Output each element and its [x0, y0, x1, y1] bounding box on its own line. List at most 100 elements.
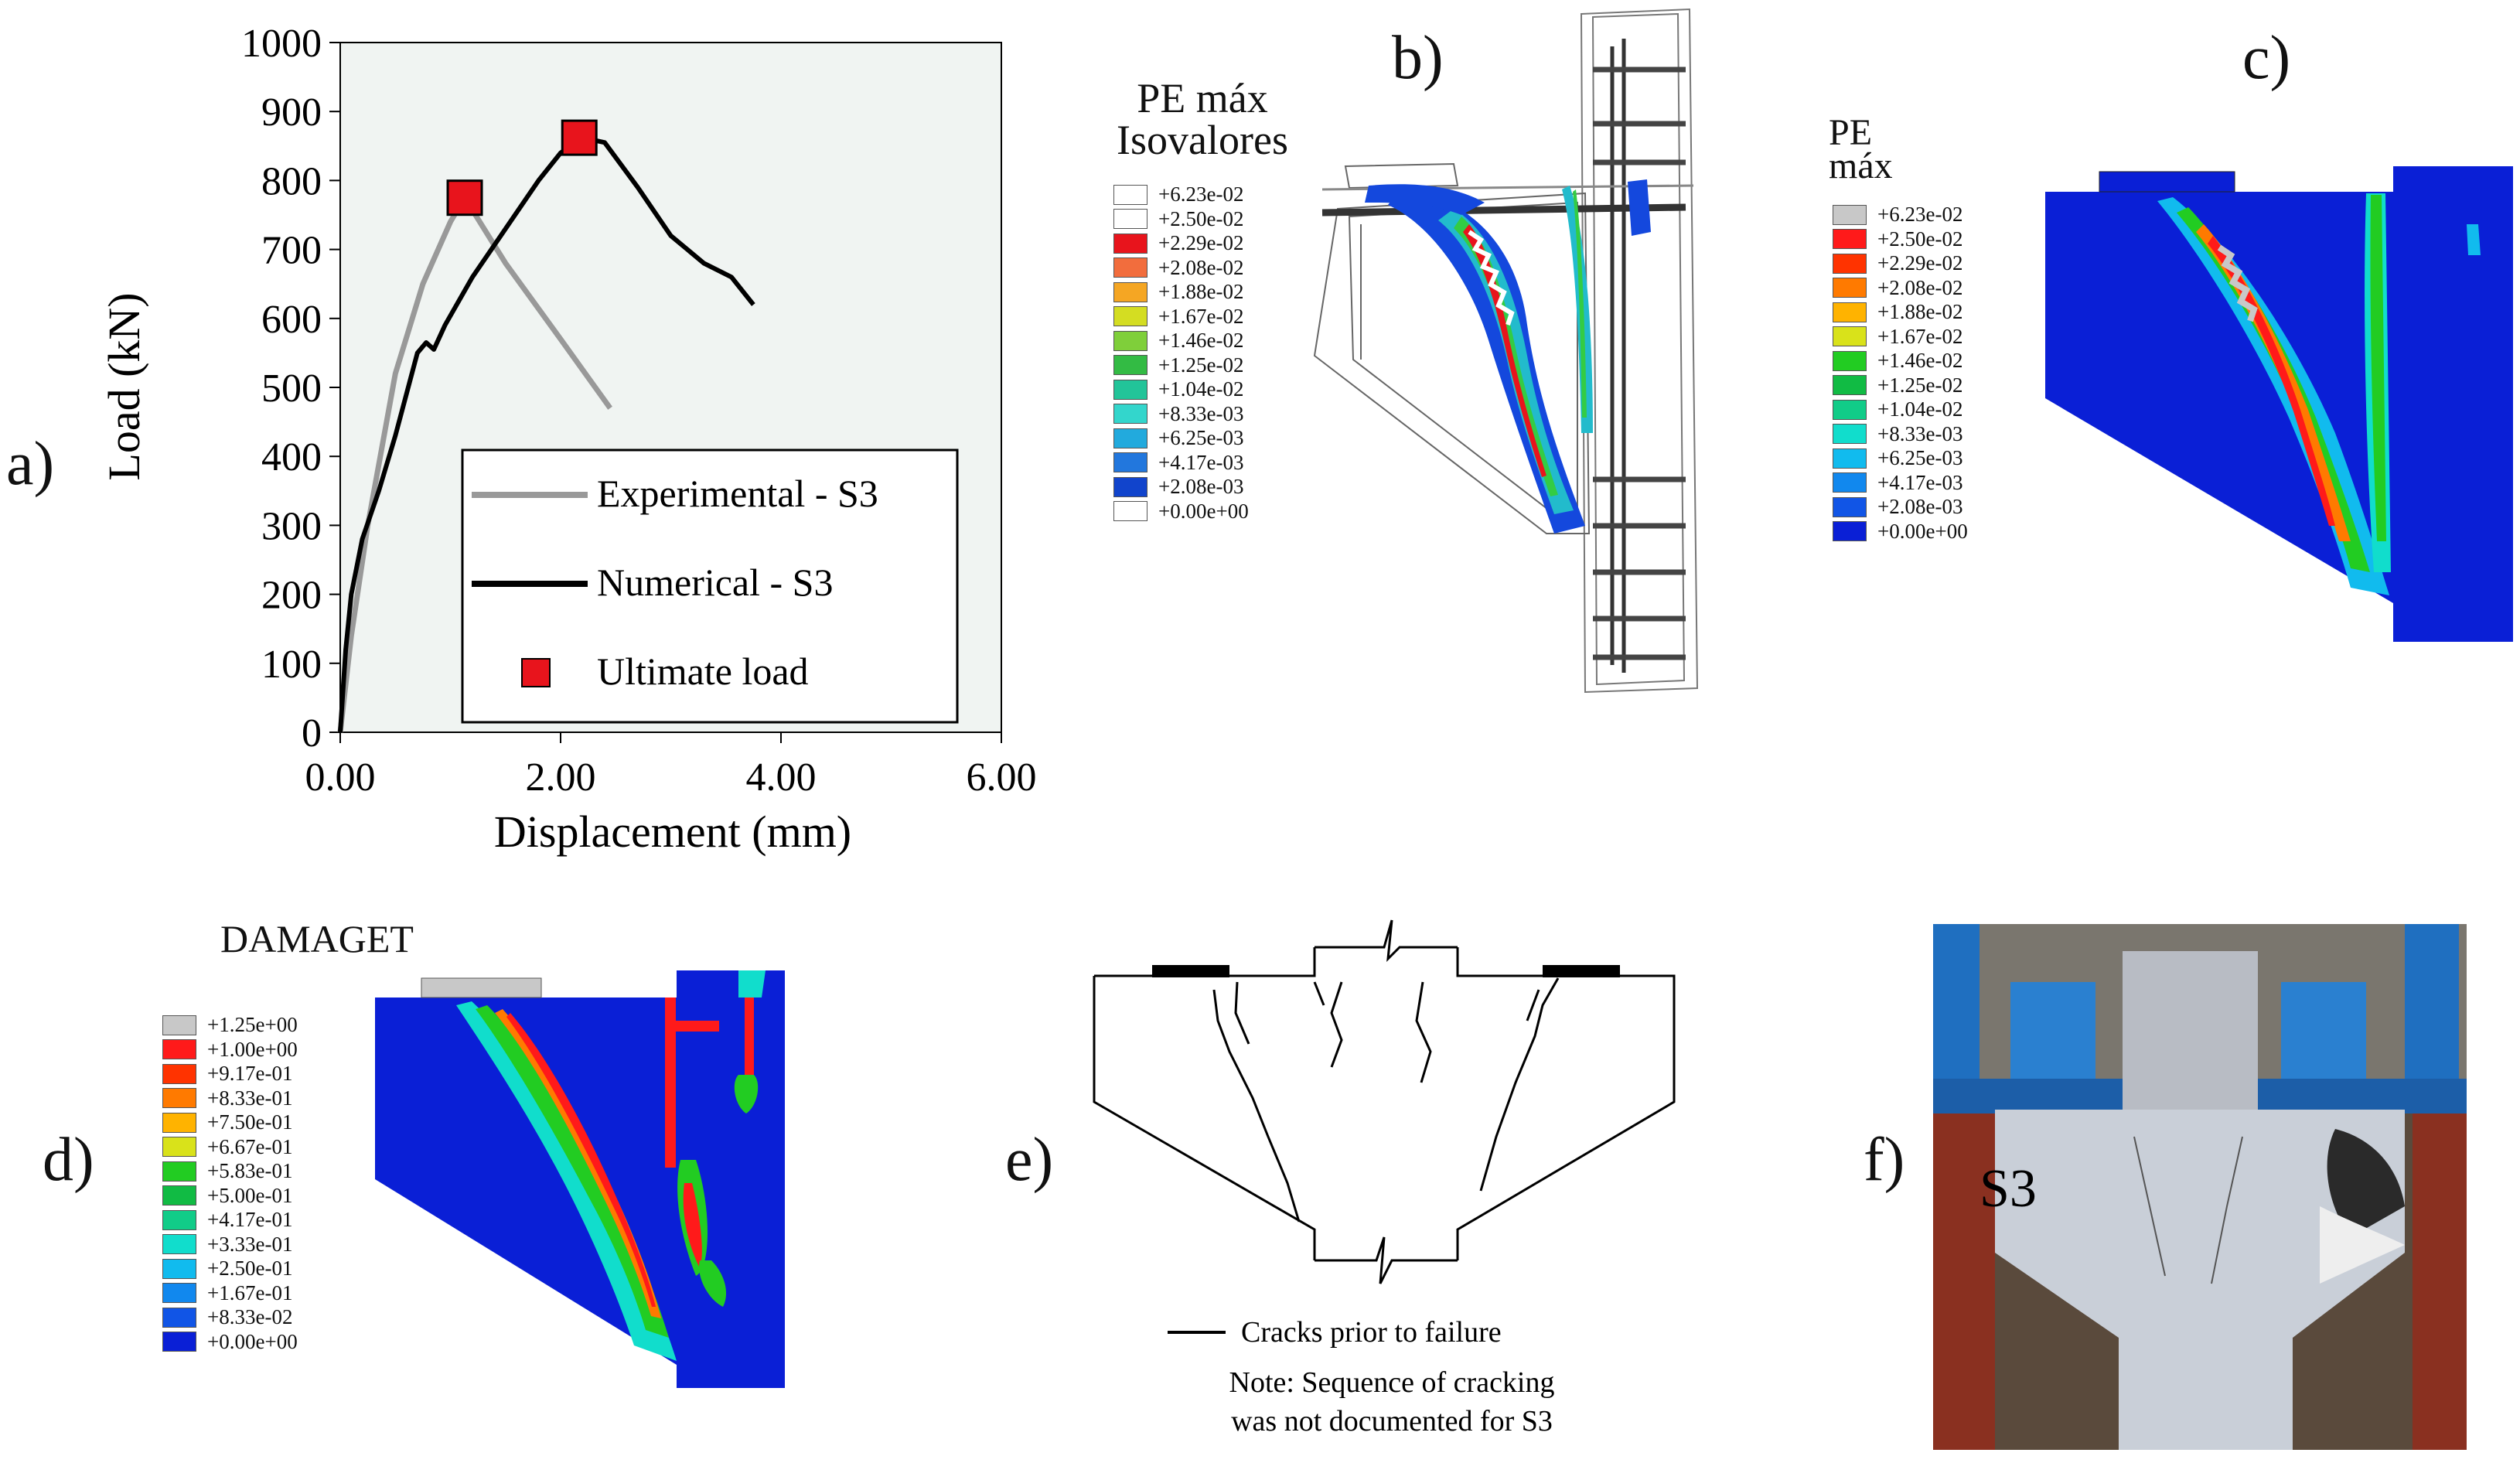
pe-c-legend-row: +1.46e-02: [1833, 349, 1968, 373]
legend-marker-ultimate: [521, 658, 551, 687]
pe-b-legend-value: +2.08e-03: [1158, 475, 1244, 499]
damage-d-legend-row: +3.33e-01: [162, 1233, 298, 1257]
damage-d-legend-value: +3.33e-01: [207, 1232, 293, 1256]
pe-b-legend-swatch: [1113, 184, 1147, 205]
pe-c-legend-row: +2.08e-02: [1833, 276, 1968, 301]
pe-b-legend-value: +1.67e-02: [1158, 304, 1244, 328]
panel-label-a: a): [6, 430, 55, 498]
pe-b-legend-value: +1.04e-02: [1158, 377, 1244, 401]
pe-c-title-line1: PE: [1829, 112, 1873, 153]
pe-b-legend-swatch: [1113, 355, 1147, 376]
pe-b-legend-row: +1.67e-02: [1113, 305, 1249, 329]
chart-series: [337, 135, 755, 733]
ultimate-load-marker: [561, 119, 598, 156]
pe-b-legend-swatch: [1113, 379, 1147, 400]
pe-b-legend-row: +1.25e-02: [1113, 353, 1249, 378]
damage-d-legend-value: +4.17e-01: [207, 1208, 293, 1232]
series-numerical-line: [338, 135, 755, 733]
legend-label-numerical: Numerical - S3: [597, 561, 833, 604]
damage-d-legend-row: +6.67e-01: [162, 1135, 298, 1160]
pe-c-legend-value: +0.00e+00: [1877, 519, 1968, 543]
y-tick-label: 900: [261, 90, 322, 135]
pe-c-legend-row: +4.17e-03: [1833, 471, 1968, 496]
damage-d-legend-row: +0.00e+00: [162, 1330, 298, 1355]
damage-d-legend-value: +0.00e+00: [207, 1329, 298, 1353]
pe-c-legend-row: +1.88e-02: [1833, 300, 1968, 325]
panel-label-b: b): [1392, 24, 1444, 92]
damage-d-legend-value: +8.33e-01: [207, 1086, 293, 1110]
pe-c-legend-row: +8.33e-03: [1833, 422, 1968, 447]
damage-d-legend-row: +7.50e-01: [162, 1110, 298, 1135]
pe-c-legend-value: +2.08e-03: [1877, 495, 1963, 519]
pe-c-legend-swatch: [1833, 302, 1867, 322]
ultimate-load-markers: [446, 119, 598, 217]
pe-c-legend-swatch: [1833, 350, 1867, 371]
pe-b-legend-value: +1.88e-02: [1158, 280, 1244, 304]
crack-note-line1: Note: Sequence of cracking: [1229, 1366, 1555, 1399]
pe-b-legend-value: +8.33e-03: [1158, 401, 1244, 425]
damage-d-legend-swatch: [162, 1015, 196, 1035]
y-tick-label: 200: [261, 574, 322, 618]
damage-d-legend-value: +7.50e-01: [207, 1110, 293, 1134]
damage-d-legend-swatch: [162, 1185, 196, 1206]
damage-d-legend-row: +2.50e-01: [162, 1257, 298, 1281]
pe-c-legend-row: +2.08e-03: [1833, 495, 1968, 520]
pe-c-legend-swatch: [1833, 204, 1867, 225]
damage-d-legend-swatch: [162, 1209, 196, 1230]
pe-b-legend-row: +2.08e-02: [1113, 256, 1249, 281]
pe-b-legend-value: +0.00e+00: [1158, 499, 1249, 523]
y-tick-label: 400: [261, 435, 322, 479]
pe-b-legend-row: +1.46e-02: [1113, 329, 1249, 353]
pe-b-legend-value: +6.23e-02: [1158, 182, 1244, 206]
series-experimental-line: [337, 195, 612, 733]
pe-c-legend-row: +1.67e-02: [1833, 325, 1968, 350]
damage-d-legend-row: +4.17e-01: [162, 1208, 298, 1233]
damage-d-legend-value: +5.83e-01: [207, 1159, 293, 1183]
pe-b-legend-swatch: [1113, 257, 1147, 278]
pe-b-legend-row: +4.17e-03: [1113, 451, 1249, 476]
pe-b-color-legend: +6.23e-02+2.50e-02+2.29e-02+2.08e-02+1.8…: [1113, 182, 1249, 523]
y-tick-label: 1000: [241, 22, 322, 66]
legend-label-experimental: Experimental - S3: [597, 472, 878, 515]
pe-b-legend-row: +6.25e-03: [1113, 426, 1249, 451]
pe-c-legend-value: +8.33e-03: [1877, 421, 1963, 445]
pe-b-legend-title: PE máx Isovalores: [1090, 77, 1315, 161]
pe-b-legend-row: +0.00e+00: [1113, 500, 1249, 524]
pe-b-legend-swatch: [1113, 306, 1147, 327]
pe-b-legend-swatch: [1113, 209, 1147, 230]
x-tick-label: 2.00: [526, 755, 596, 800]
damage-d-legend-row: +1.25e+00: [162, 1013, 298, 1038]
pe-b-legend-swatch: [1113, 404, 1147, 425]
pe-c-legend-value: +4.17e-03: [1877, 470, 1963, 494]
y-tick-label: 300: [261, 504, 322, 548]
pe-c-legend-row: +1.25e-02: [1833, 373, 1968, 398]
y-axis-label: Load (kN): [99, 292, 149, 480]
damage-d-legend-row: +1.00e+00: [162, 1038, 298, 1062]
damage-d-legend-swatch: [162, 1137, 196, 1158]
damage-d-legend-row: +5.83e-01: [162, 1159, 298, 1184]
pe-b-legend-swatch: [1113, 330, 1147, 351]
photo-specimen-label: S3: [1980, 1159, 2037, 1219]
pe-c-legend-swatch: [1833, 448, 1867, 469]
pe-c-legend-swatch: [1833, 399, 1867, 420]
pe-c-legend-value: +6.25e-03: [1877, 446, 1963, 470]
damage-d-legend-row: +9.17e-01: [162, 1062, 298, 1086]
chart-legend: Experimental - S3 Numerical - S3 Ultimat…: [461, 448, 959, 724]
pe-c-legend-swatch: [1833, 424, 1867, 445]
pe-b-legend-value: +1.25e-02: [1158, 353, 1244, 377]
pe-c-legend-row: +6.23e-02: [1833, 203, 1968, 227]
x-axis-label: Displacement (mm): [494, 807, 851, 857]
x-tick-label: 0.00: [305, 755, 376, 800]
damage-d-color-legend: +1.25e+00+1.00e+00+9.17e-01+8.33e-01+7.5…: [162, 1013, 298, 1354]
pe-b-legend-swatch: [1113, 233, 1147, 254]
pe-b-legend-value: +6.25e-03: [1158, 426, 1244, 450]
pe-c-legend-row: +2.50e-02: [1833, 227, 1968, 252]
x-tick-label: 6.00: [967, 755, 1037, 800]
pe-contour-2d: [2045, 166, 2513, 642]
pe-b-legend-row: +2.29e-02: [1113, 231, 1249, 256]
panel-label-c: c): [2242, 24, 2291, 92]
legend-label-ultimate: Ultimate load: [597, 650, 809, 693]
